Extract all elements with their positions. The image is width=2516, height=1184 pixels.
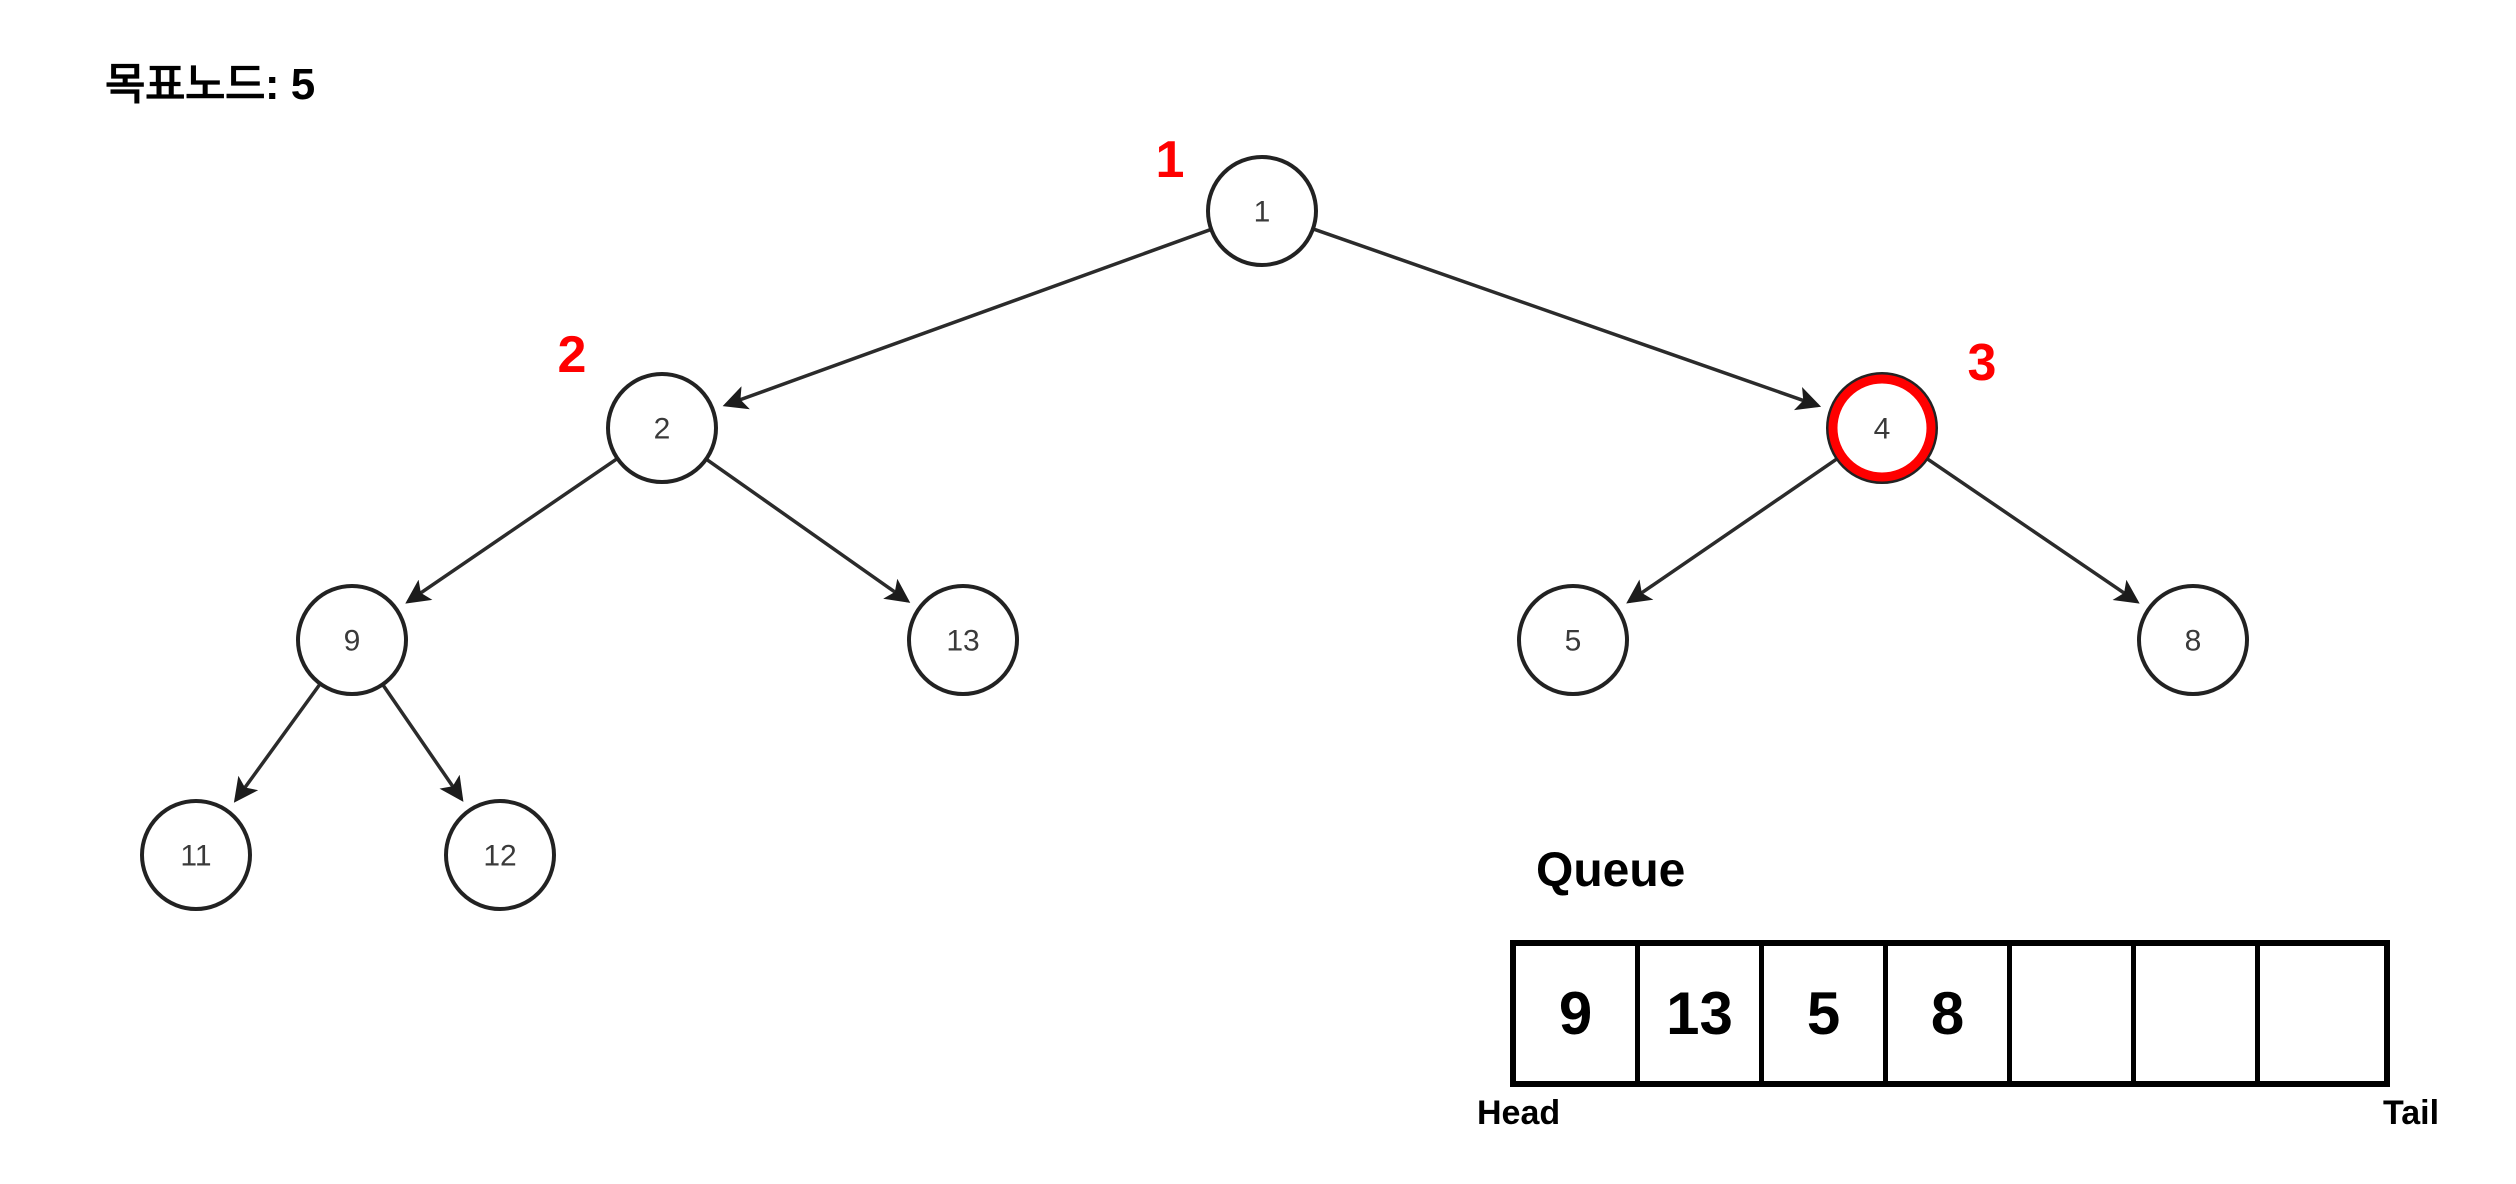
tree-node[interactable]: 4 [1826, 372, 1938, 484]
tree-node[interactable]: 12 [444, 799, 556, 911]
visit-order-labels: 1 2 3 [558, 131, 1997, 392]
node-value-label: 13 [946, 625, 979, 658]
node-highlight-ring [1828, 374, 1936, 482]
tree-edges [233, 227, 2140, 803]
node-value-label: 9 [344, 625, 361, 658]
node-circle [606, 372, 718, 484]
tree-node[interactable]: 11 [140, 799, 252, 911]
node-value-label: 8 [2185, 625, 2202, 658]
node-value-label: 12 [483, 840, 516, 873]
tree-node[interactable]: 2 [606, 372, 718, 484]
node-circle [1826, 372, 1938, 484]
tree-node[interactable]: 8 [2137, 584, 2249, 696]
queue-heading: Queue [1536, 844, 1686, 897]
tree-edge [722, 228, 1211, 410]
tree-edge [405, 457, 618, 604]
queue-cell[interactable] [2012, 946, 2136, 1081]
queue-head-label: Head [1477, 1094, 1561, 1132]
tree-edge [1313, 227, 1822, 411]
node-circle [1206, 155, 1318, 267]
queue-cell[interactable]: 5 [1764, 946, 1888, 1081]
tree-node[interactable]: 9 [296, 584, 408, 696]
node-value-label: 4 [1874, 413, 1891, 446]
visit-order-label: 1 [1156, 131, 1185, 189]
tree-node[interactable]: 5 [1517, 584, 1629, 696]
tree-edge [233, 683, 322, 803]
visit-order-label: 3 [1968, 334, 1997, 392]
tree-edge [1926, 457, 2140, 604]
queue-cell[interactable]: 8 [1888, 946, 2012, 1081]
visit-order-label: 2 [558, 326, 587, 384]
tree-edge [381, 684, 464, 802]
node-circle [140, 799, 252, 911]
node-circle [2137, 584, 2249, 696]
node-circle [296, 584, 408, 696]
node-circle [907, 584, 1019, 696]
node-value-label: 1 [1254, 196, 1271, 229]
tree-node[interactable]: 13 [907, 584, 1019, 696]
tree-node[interactable]: 1 [1206, 155, 1318, 267]
tree-edge [1626, 457, 1838, 604]
queue-cell[interactable] [2260, 946, 2384, 1081]
node-circle [444, 799, 556, 911]
page-title: 목표노드: 5 [105, 60, 315, 109]
node-value-label: 11 [180, 840, 211, 873]
queue-tail-label: Tail [2383, 1094, 2440, 1132]
queue-cell[interactable]: 13 [1640, 946, 1764, 1081]
node-value-label: 2 [654, 413, 671, 446]
queue-cell[interactable]: 9 [1516, 946, 1640, 1081]
node-value-label: 5 [1565, 625, 1582, 658]
tree-edge [705, 458, 911, 603]
node-circle [1517, 584, 1629, 696]
queue-cell[interactable] [2136, 946, 2260, 1081]
